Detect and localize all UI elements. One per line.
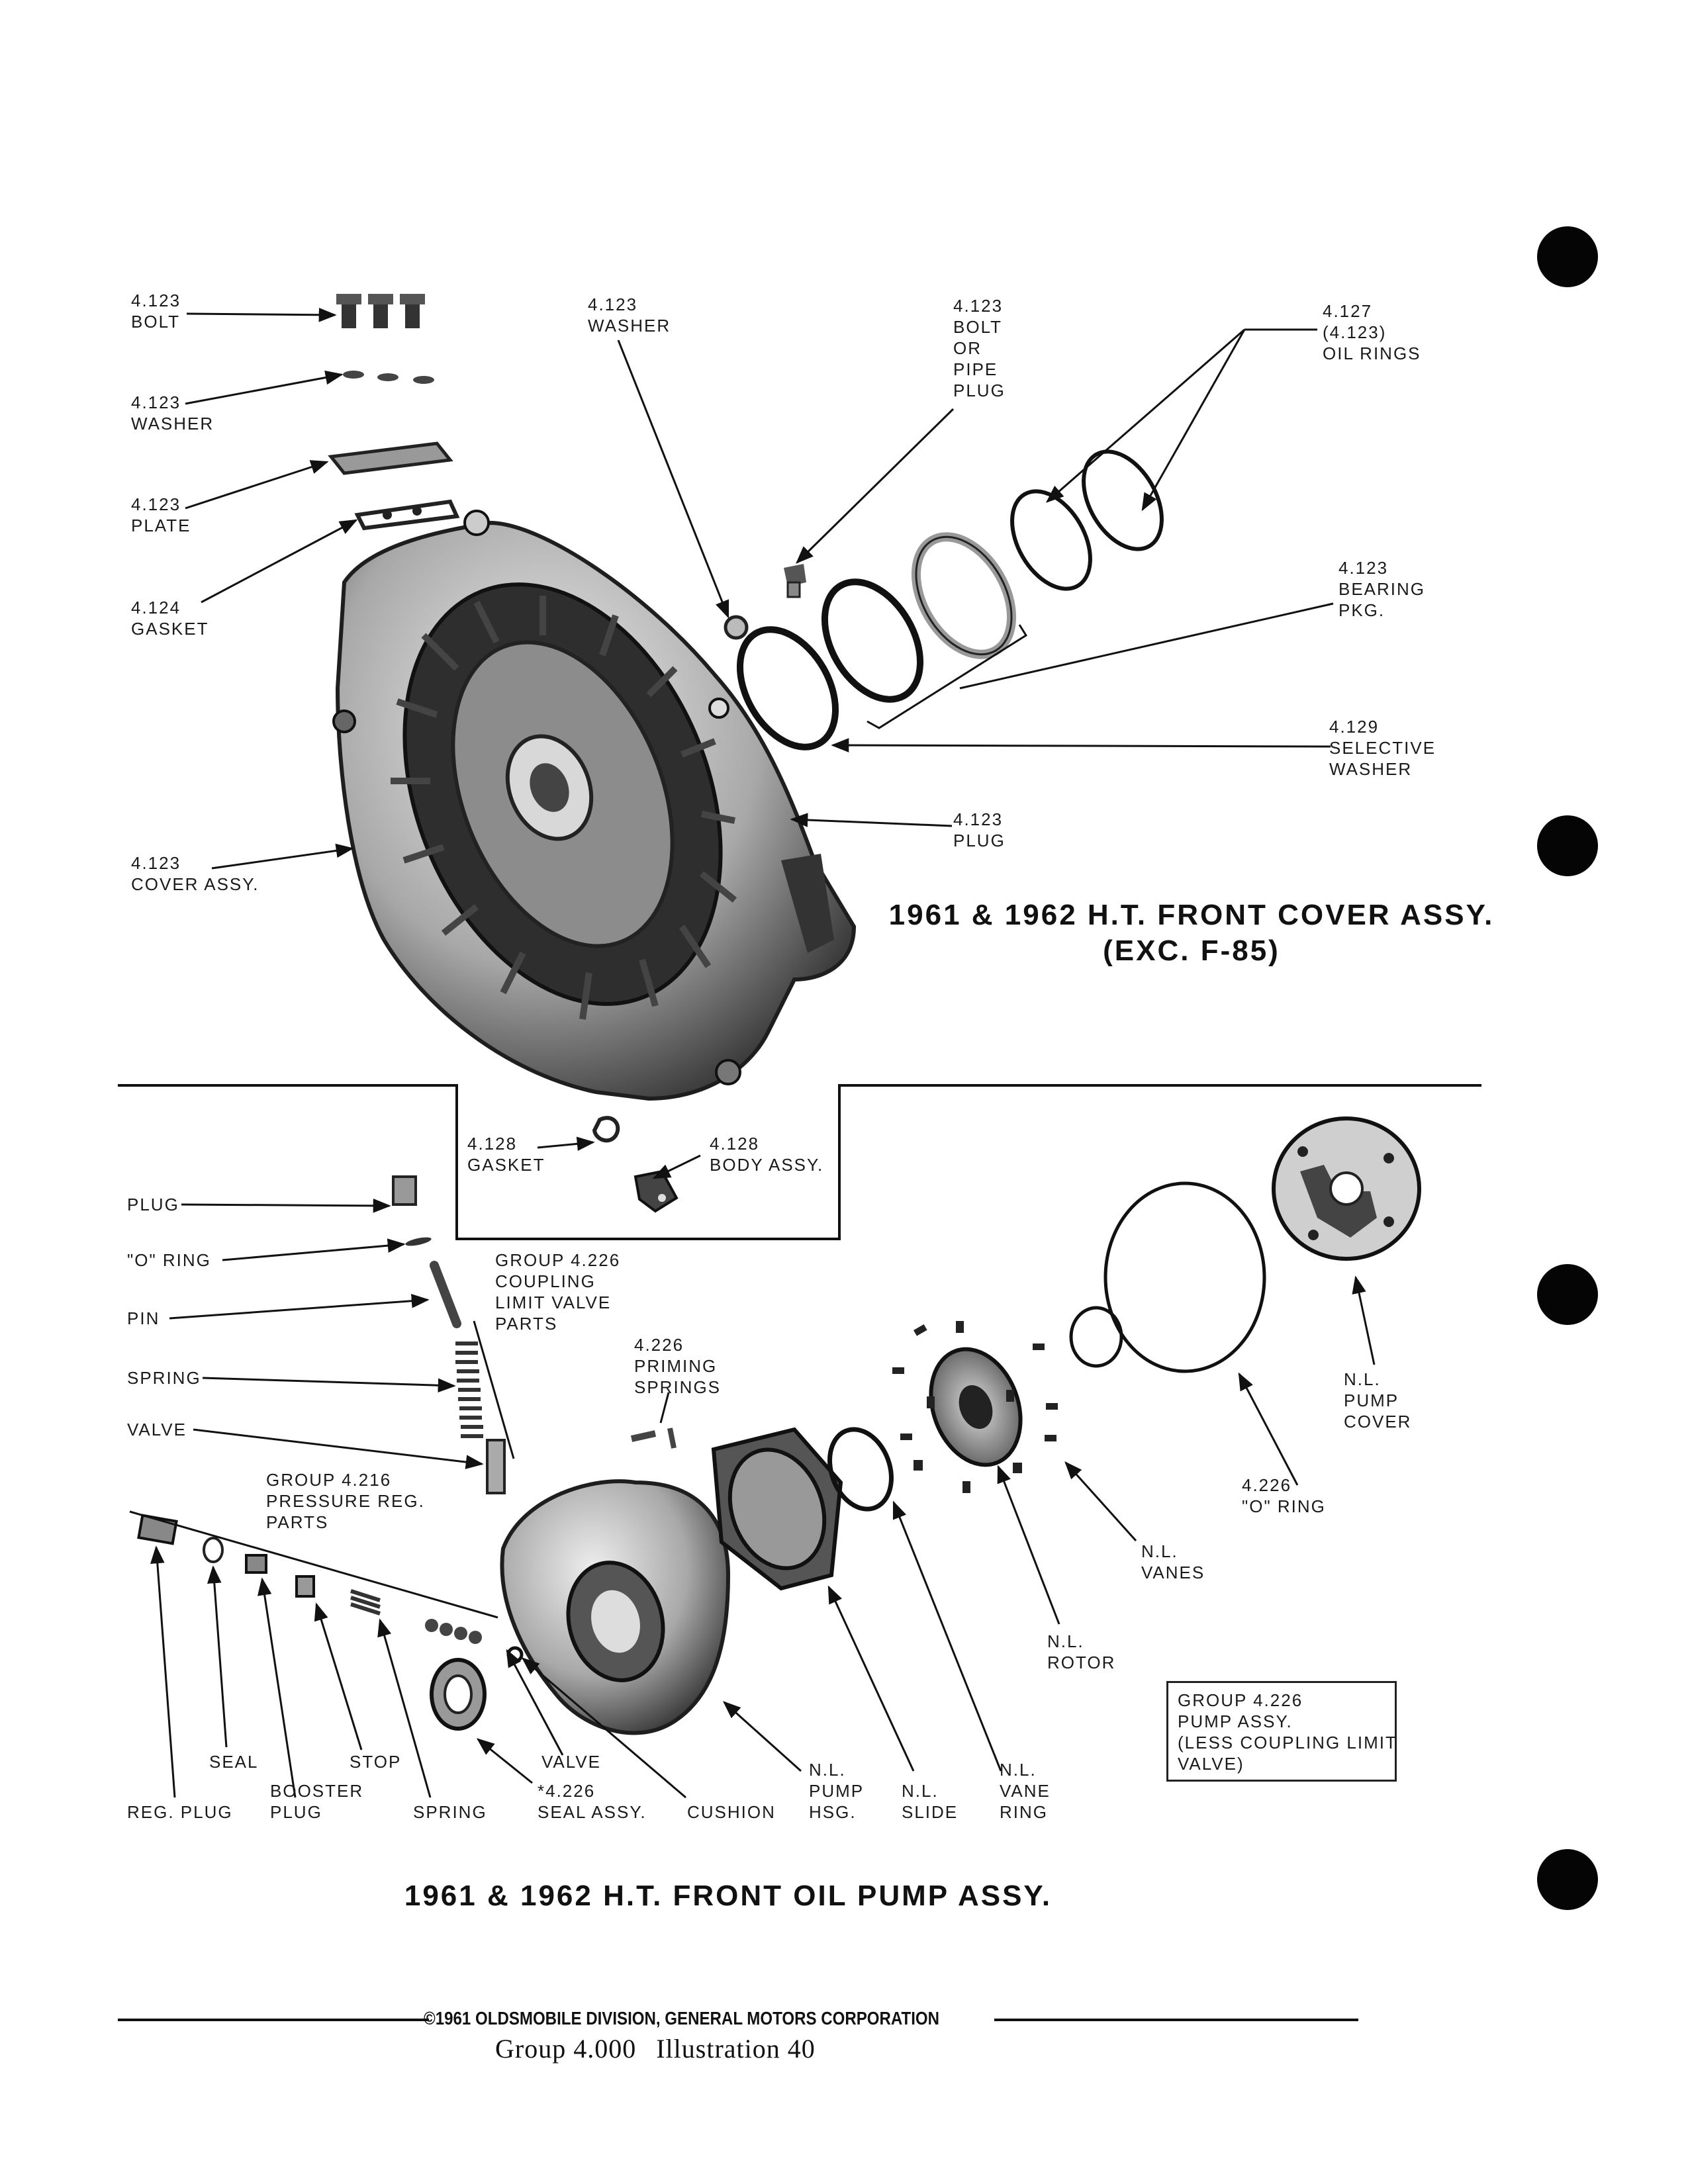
pump-assy-line-1: GROUP 4.226 (1178, 1690, 1303, 1710)
priming-springs-part (630, 1428, 677, 1449)
oil-rings (1010, 449, 1164, 591)
binder-hole-1 (1537, 226, 1598, 287)
pump-assy-line-4: VALVE) (1178, 1754, 1244, 1774)
pressure-reg-axis-line (129, 1510, 498, 1619)
washers-part (343, 371, 434, 384)
stop-part (295, 1575, 315, 1598)
o-ring-large-right (1103, 1181, 1266, 1373)
o-ring-left-part (405, 1237, 432, 1246)
binder-hole-2 (1537, 815, 1598, 876)
label-valve-bottom: VALVE (541, 1752, 601, 1772)
footer-illustration: Illustration 40 (656, 2034, 816, 2064)
label-slide: N.L.SLIDE (902, 1781, 959, 1822)
pipe-plug-part (784, 564, 806, 598)
label-o-ring-right: 4.226"O" RING (1242, 1475, 1326, 1516)
vane-ring-part (827, 1427, 894, 1512)
booster-plug-part (245, 1554, 267, 1574)
pump-leaders (150, 1199, 1376, 1799)
label-stop: STOP (350, 1752, 402, 1772)
pump-assy-line-3: (LESS COUPLING LIMIT (1178, 1733, 1397, 1752)
valve-left-part (486, 1439, 506, 1494)
gasket-128-part (592, 1116, 620, 1143)
bearing-pkg-rings (821, 532, 1028, 729)
oil-pump-illustration (129, 1116, 1421, 1735)
label-spring-bottom: SPRING (413, 1802, 487, 1822)
seal-part (203, 1537, 224, 1563)
pump-housing-part (500, 1479, 731, 1735)
spring-bottom-part (350, 1589, 381, 1615)
label-seal: SEAL (209, 1752, 259, 1772)
front-cover-illustration (328, 294, 1164, 1213)
gasket-part (354, 499, 460, 531)
slide-part (711, 1427, 843, 1591)
label-vanes: N.L.VANES (1141, 1541, 1205, 1582)
spring-left-part (455, 1342, 483, 1438)
binder-hole-3 (1537, 1264, 1598, 1325)
cover-casting (332, 510, 857, 1101)
label-cushion: CUSHION (687, 1802, 776, 1822)
pump-cover-part (1272, 1116, 1421, 1261)
footer-group: Group 4.000 (495, 2034, 637, 2064)
footer-group-line: Group 4.000 Illustration 40 (495, 2033, 835, 2064)
section-divider-line (118, 1084, 1481, 1240)
plate-part (328, 441, 453, 475)
label-reg-plug: REG. PLUG (127, 1802, 233, 1822)
cover-leaders (185, 307, 1334, 1179)
pin-part (430, 1261, 461, 1328)
selective-washer-ring (736, 626, 839, 751)
label-valve-left: VALVE (127, 1420, 187, 1439)
label-plug: PLUG (127, 1195, 179, 1214)
label-spring-left: SPRING (127, 1368, 201, 1388)
vanes-part (892, 1321, 1058, 1493)
binder-hole-4 (1537, 1849, 1598, 1910)
pump-assy-group-box: GROUP 4.226 PUMP ASSY. (LESS COUPLING LI… (1166, 1681, 1397, 1782)
washer-small-part (724, 615, 749, 640)
pump-assy-line-2: PUMP ASSY. (1178, 1711, 1293, 1731)
label-pin: PIN (127, 1308, 160, 1328)
pump-section-title: 1961 & 1962 H.T. FRONT OIL PUMP ASSY. (404, 1880, 1053, 1912)
label-rotor: N.L.ROTOR (1047, 1631, 1116, 1672)
cover-section-title: 1961 & 1962 H.T. FRONT COVER ASSY. (EXC.… (888, 899, 1495, 967)
label-oil-rings: 4.127(4.123)OIL RINGS (1323, 301, 1421, 363)
label-o-ring-left: "O" RING (127, 1250, 211, 1270)
plug-part (392, 1175, 417, 1206)
footer-copyright: ©1961 OLDSMOBILE DIVISION, GENERAL MOTOR… (424, 2008, 940, 2028)
rotor-part (929, 1347, 1023, 1467)
bolts-part (336, 294, 425, 328)
o-ring-small-right (1069, 1306, 1123, 1368)
seal-assy-part (430, 1658, 487, 1731)
valve-bottom-part (425, 1619, 482, 1644)
